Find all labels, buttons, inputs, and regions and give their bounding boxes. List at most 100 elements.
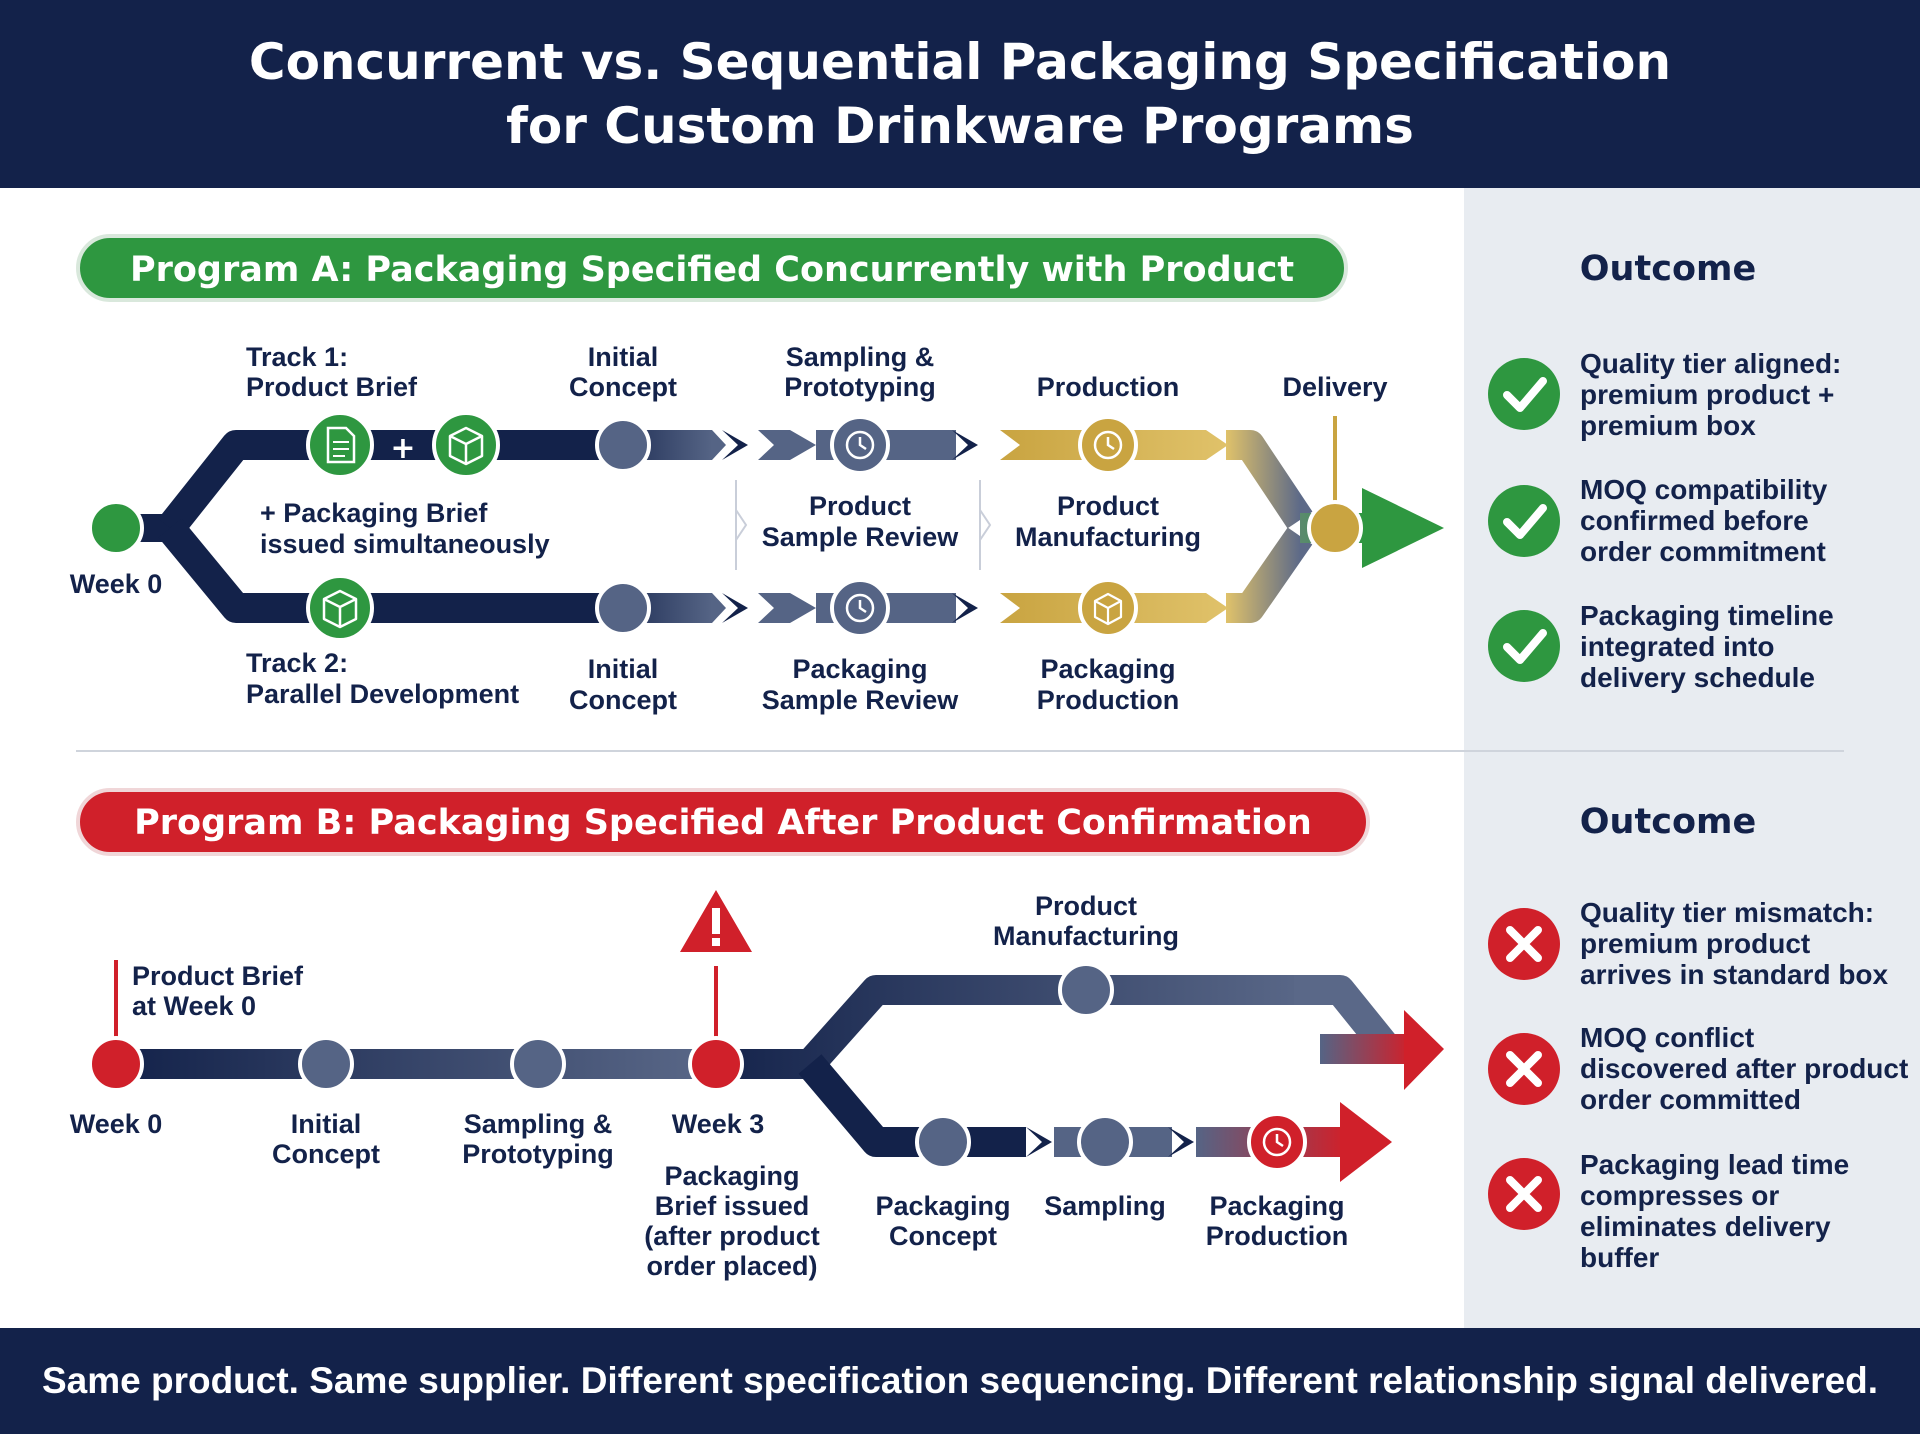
clock-icon xyxy=(830,578,890,638)
week3-node xyxy=(688,1036,744,1092)
stage-label: Initial xyxy=(588,342,659,372)
week3-label: Week 3 xyxy=(672,1109,765,1139)
outcome-item: Quality tier mismatch: premium product a… xyxy=(1580,897,1910,990)
track1-label: Track 1: xyxy=(246,342,348,372)
manufacturing-label: Manufacturing xyxy=(993,921,1179,951)
box-icon xyxy=(432,411,500,479)
outcome-line: confirmed before xyxy=(1580,505,1809,536)
clock-icon xyxy=(1078,415,1138,475)
stage-label: Concept xyxy=(889,1221,997,1251)
stage-label: Packaging xyxy=(792,654,927,684)
outcome-line: premium product + xyxy=(1580,379,1835,410)
stage-label: Prototyping xyxy=(462,1139,613,1169)
program-a-start-node xyxy=(88,500,144,556)
stage-label: Initial xyxy=(291,1109,362,1139)
middle-label: Product xyxy=(809,491,911,521)
stage-label: Sampling & xyxy=(464,1109,613,1139)
outcome-line: eliminates delivery xyxy=(1580,1211,1831,1242)
outcome-title: Outcome xyxy=(1580,802,1756,842)
start-label: Week 0 xyxy=(70,569,163,599)
stage-label: Sampling & xyxy=(786,342,935,372)
clock-icon xyxy=(1247,1112,1307,1172)
outcome-item: Packaging timeline integrated into deliv… xyxy=(1580,600,1910,693)
outcome-line: integrated into xyxy=(1580,631,1775,662)
simultaneous-note: + Packaging Brief xyxy=(260,498,488,528)
plus-sign: + xyxy=(390,431,415,466)
stage-label: Sampling xyxy=(1044,1191,1166,1221)
stage-node-initial-concept xyxy=(298,1036,354,1092)
stage-node-sampling xyxy=(1077,1114,1133,1170)
stage-label: Sample Review xyxy=(762,685,960,715)
outcome-item: MOQ compatibility confirmed before order… xyxy=(1580,474,1910,567)
program-b-banner: Program B: Packaging Specified After Pro… xyxy=(76,788,1370,856)
track2-label: Track 2: xyxy=(246,648,348,678)
stage-label: Packaging xyxy=(1040,654,1175,684)
outcome-line: order commitment xyxy=(1580,536,1826,567)
stage-label: Packaging xyxy=(1209,1191,1344,1221)
footer-tagline: Same product. Same supplier. Different s… xyxy=(41,1360,1879,1401)
outcome-item: Quality tier aligned: premium product + … xyxy=(1580,348,1910,441)
document-icon xyxy=(306,411,374,479)
stage-label: Concept xyxy=(272,1139,380,1169)
outcome-item: MOQ conflict discovered after product or… xyxy=(1580,1022,1910,1115)
title-line-2: for Custom Drinkware Programs xyxy=(506,97,1414,155)
delivery-arrow xyxy=(1300,416,1444,568)
outcome-line: order committed xyxy=(1580,1084,1801,1115)
late-brief-note: order placed) xyxy=(646,1251,817,1281)
middle-label: Product xyxy=(1057,491,1159,521)
outcome-line: discovered after product xyxy=(1580,1053,1909,1084)
outcome-line: Quality tier aligned: xyxy=(1580,348,1842,379)
program-a-banner-text: Program A: Packaging Specified Concurren… xyxy=(130,250,1294,290)
late-brief-note: Brief issued xyxy=(655,1191,810,1221)
stage-label: Packaging xyxy=(875,1191,1010,1221)
stage-label: Concept xyxy=(569,685,677,715)
box-icon xyxy=(1078,578,1138,638)
outcome-line: MOQ compatibility xyxy=(1580,474,1828,505)
start-label: Week 0 xyxy=(70,1109,163,1139)
track1-label: Product Brief xyxy=(246,372,418,402)
outcome-line: Packaging timeline xyxy=(1580,600,1834,631)
outcome-line: arrives in standard box xyxy=(1580,959,1889,990)
outcome-item: Packaging lead time compresses or elimin… xyxy=(1580,1149,1910,1273)
check-icon xyxy=(1488,610,1560,682)
clock-icon xyxy=(830,415,890,475)
x-icon xyxy=(1488,908,1560,980)
outcome-line: compresses or xyxy=(1580,1180,1780,1211)
outcome-line: delivery schedule xyxy=(1580,662,1816,693)
check-icon xyxy=(1488,485,1560,557)
stage-node-packaging-concept xyxy=(915,1114,971,1170)
late-brief-note: Packaging xyxy=(664,1161,799,1191)
track2-label: Parallel Development xyxy=(246,679,519,709)
delivery-node xyxy=(1307,500,1363,556)
stage-label: Concept xyxy=(569,372,677,402)
middle-label: Sample Review xyxy=(762,522,960,552)
program-a-banner: Program A: Packaging Specified Concurren… xyxy=(76,234,1348,302)
check-icon xyxy=(1488,358,1560,430)
program-b-start-node xyxy=(88,1036,144,1092)
page-title: Concurrent vs. Sequential Packaging Spec… xyxy=(249,30,1671,158)
outcome-line: Quality tier mismatch: xyxy=(1580,897,1875,928)
brief-label: Product Brief xyxy=(132,961,304,991)
x-icon xyxy=(1488,1033,1560,1105)
outcome-line: premium product xyxy=(1580,928,1811,959)
outcome-line: buffer xyxy=(1580,1242,1660,1273)
title-line-1: Concurrent vs. Sequential Packaging Spec… xyxy=(248,33,1672,91)
outcome-line: MOQ conflict xyxy=(1580,1022,1755,1053)
stage-label: Production xyxy=(1037,685,1180,715)
stage-label: Production xyxy=(1206,1221,1349,1251)
stage-label: Production xyxy=(1037,372,1180,402)
stage-node-initial-concept xyxy=(595,580,651,636)
stage-node-sampling xyxy=(510,1036,566,1092)
box-icon xyxy=(306,574,374,642)
outcome-line: Packaging lead time xyxy=(1580,1149,1850,1180)
stage-label: Initial xyxy=(588,654,659,684)
header-bar: Concurrent vs. Sequential Packaging Spec… xyxy=(0,0,1920,188)
simultaneous-note: issued simultaneously xyxy=(260,529,550,559)
x-icon xyxy=(1488,1158,1560,1230)
brief-label: at Week 0 xyxy=(132,991,256,1021)
stage-node-manufacturing xyxy=(1058,962,1114,1018)
outcome-title: Outcome xyxy=(1580,249,1756,289)
stage-node-initial-concept xyxy=(595,417,651,473)
outcome-line: premium box xyxy=(1580,410,1756,441)
